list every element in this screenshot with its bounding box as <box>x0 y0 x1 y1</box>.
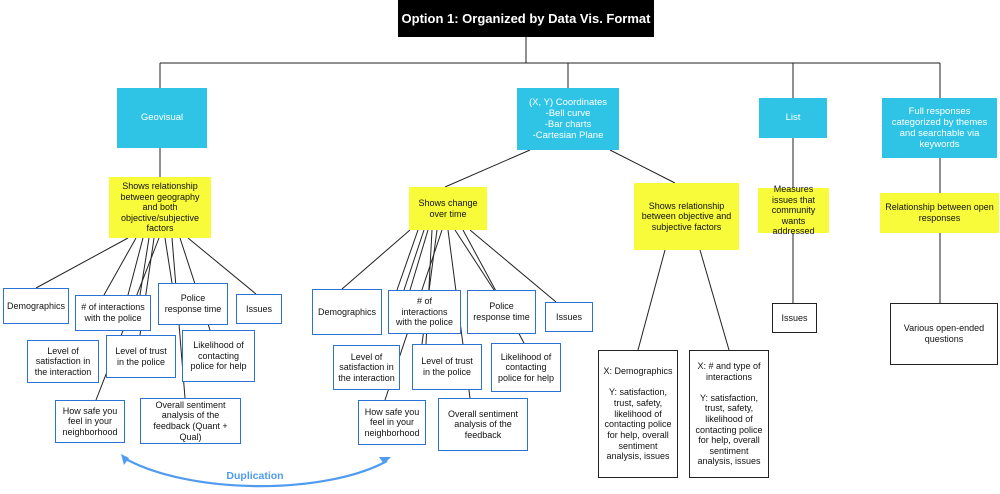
category-coordinates: (X, Y) Coordinates -Bell curve -Bar char… <box>517 88 619 150</box>
geo-trust: Level of trust in the police <box>106 335 176 378</box>
relationship-open-responses: Relationship between open responses <box>880 193 999 233</box>
time-safe: How safe you feel in your neighborhood <box>358 400 426 445</box>
geo-interactions: # of interactions with the police <box>75 295 151 331</box>
time-response-time: Police response time <box>467 290 536 334</box>
category-list: List <box>759 98 827 138</box>
geo-demographics: Demographics <box>3 288 69 324</box>
time-interactions: # of interactions with the police <box>388 290 461 334</box>
category-full-responses: Full responses categorized by themes and… <box>882 98 997 158</box>
time-issues: Issues <box>545 302 593 332</box>
geo-sentiment: Overall sentiment analysis of the feedba… <box>140 398 241 444</box>
xy-demographics: X: Demographics Y: satisfaction, trust, … <box>598 350 678 478</box>
geo-satisfaction: Level of satisfaction in the interaction <box>27 340 99 383</box>
list-issues: Issues <box>772 303 817 333</box>
relationship-objective-subjective: Shows relationship between objective and… <box>634 183 739 250</box>
relationship-change-over-time: Shows change over time <box>409 187 487 230</box>
geo-issues: Issues <box>236 294 282 324</box>
xy-interactions: X: # and type of interactions Y: satisfa… <box>689 350 769 478</box>
geo-safe: How safe you feel in your neighborhood <box>55 400 125 443</box>
geo-likelihood: Likelihood of contacting police for help <box>182 330 255 382</box>
time-likelihood: Likelihood of contacting police for help <box>491 343 561 392</box>
relationship-geo: Shows relationship between geography and… <box>109 177 211 238</box>
duplication-label: Duplication <box>226 470 284 482</box>
relationship-measures-issues: Measures issues that community wants add… <box>758 184 829 236</box>
geo-response-time: Police response time <box>158 283 228 325</box>
page-title: Option 1: Organized by Data Vis. Format <box>398 0 654 37</box>
category-geovisual: Geovisual <box>117 88 207 148</box>
time-trust: Level of trust in the police <box>412 344 482 390</box>
time-demographics: Demographics <box>312 289 382 335</box>
open-ended-questions: Various open-ended questions <box>890 303 998 365</box>
time-sentiment: Overall sentiment analysis of the feedba… <box>438 398 528 451</box>
time-satisfaction: Level of satisfaction in the interaction <box>333 345 400 390</box>
